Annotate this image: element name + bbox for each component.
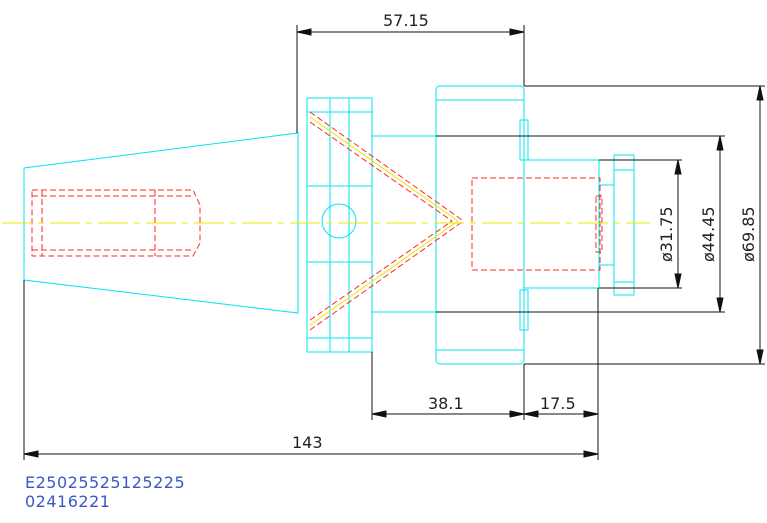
main-body [435,85,525,365]
dimension-lines [23,25,765,460]
pull-stud-thread [31,189,201,257]
dim-len-small-label: 17.5 [540,394,576,413]
cone-bore-lower [309,221,463,331]
dim-top-length-label: 57.15 [383,11,429,30]
collet-bore-end [595,195,603,253]
dim-38-arrow-left [371,410,387,418]
dim-dia-inner-label: ø31.75 [657,206,676,262]
dim-overall-label: 143 [292,433,323,452]
dim-143-arrow-right [583,450,599,458]
part-outline [23,85,635,365]
body-relief-lower [519,289,529,331]
cone-bore-lower-2 [309,220,453,321]
collet-bore [471,177,601,271]
dim-17-arrow-right [583,410,599,418]
dim-dia-outer-arrow-top [756,85,764,101]
dim-38-arrow-right [509,410,525,418]
cone-accent-lines [309,116,459,326]
dim-dia-inner-arrow-top [674,159,682,175]
flange-body [306,97,373,353]
part-code-line-2: 02416221 [25,492,111,511]
neck-body [371,135,437,313]
dim-dia-mid-label: ø44.45 [699,206,718,262]
hidden-lines [31,111,603,331]
nose-nut [598,184,615,266]
dim-17-arrow-left [523,410,539,418]
dim-dia-mid-arrow-bottom [716,297,724,313]
dim-dia-mid-arrow-top [716,135,724,151]
drive-key-hole [321,203,357,239]
cone-accent-lower [309,220,459,326]
part-code-line-1: E25025525125225 [25,473,186,492]
dim-len-mid-label: 38.1 [428,394,464,413]
cone-bore-upper-2 [309,121,453,222]
cone-bore-upper [309,111,463,221]
nose-cap [613,154,635,296]
dim-dia-outer-label: ø69.85 [739,206,758,262]
dim-143-arrow-left [23,450,39,458]
cone-accent-upper [309,116,459,222]
dim-dia-inner-arrow-bottom [674,273,682,289]
dim-57-arrow-right [509,28,525,36]
dim-57-arrow-left [296,28,312,36]
dim-dia-outer-arrow-bottom [756,349,764,365]
collet-nose [523,159,600,289]
